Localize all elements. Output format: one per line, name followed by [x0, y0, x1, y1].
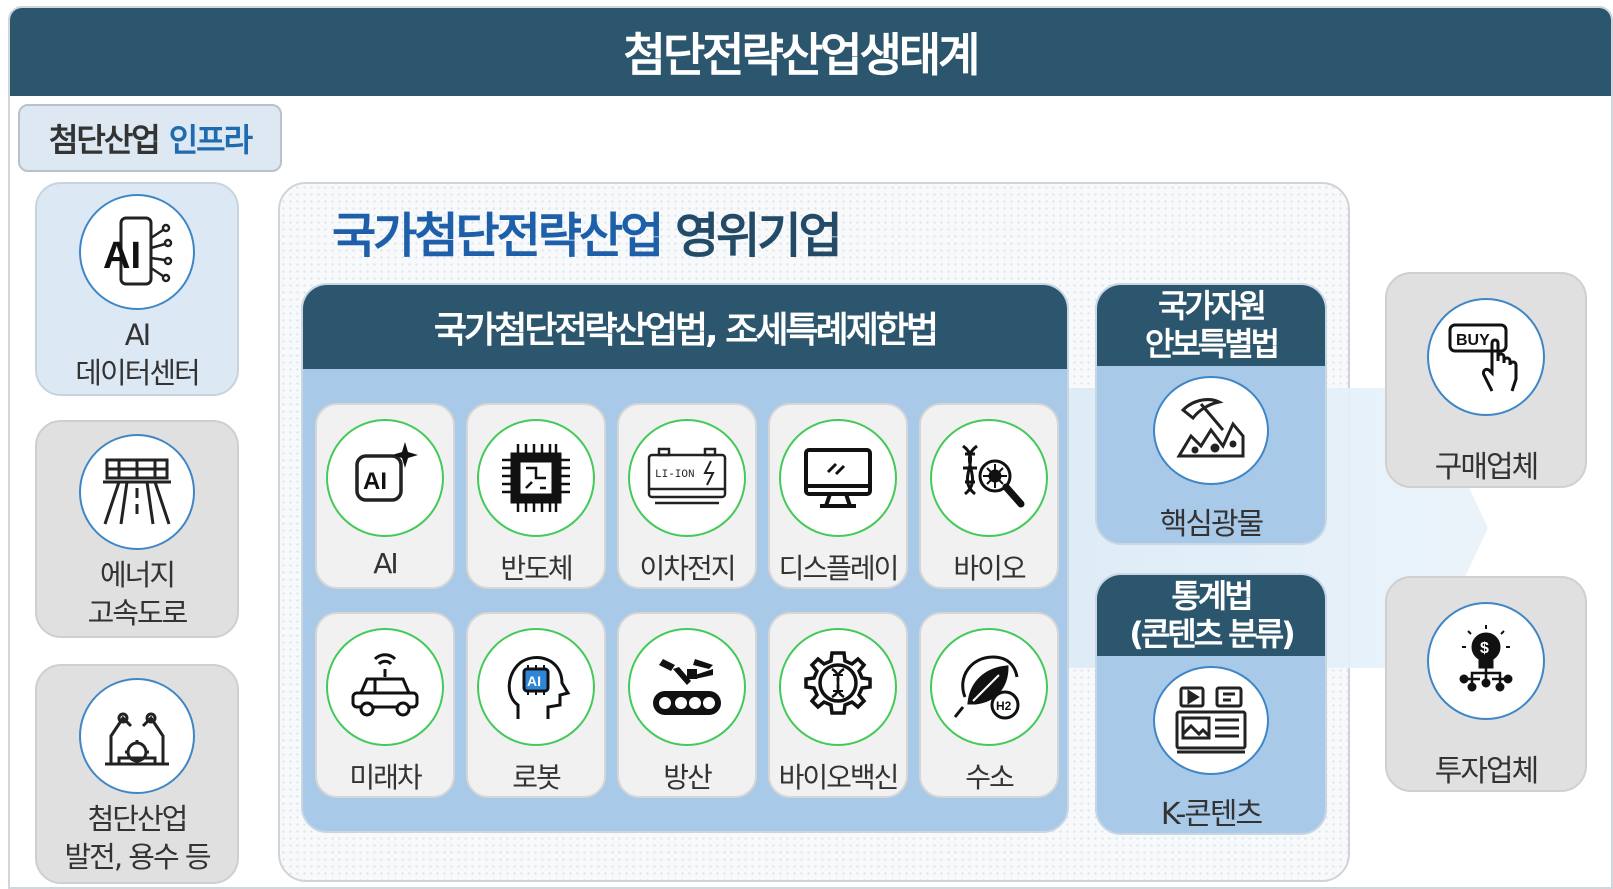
infra-label-line1: 첨단산업 [87, 802, 189, 836]
industry-label: 수소 [965, 761, 1015, 794]
infra-card-energy-highway: 에너지 고속도로 [35, 420, 239, 638]
industry-card-robot: AI 로봇 [466, 612, 606, 798]
tank-robot-icon [628, 628, 746, 746]
infra-label-line2: 데이터센터 [75, 356, 200, 390]
infra-badge-highlight: 인프라 [168, 121, 253, 159]
autonomous-car-icon [326, 628, 444, 746]
side-law-label: 핵심광물 [1159, 507, 1264, 542]
robot-arm-factory-icon [79, 678, 195, 794]
side-law-title-line2: 안보특별법 [1144, 325, 1280, 364]
buy-button-icon: BUY [1427, 298, 1545, 416]
industry-label: 방산 [663, 761, 713, 794]
industry-card-hydrogen: H2 수소 [919, 612, 1059, 798]
infra-card-power-water: 첨단산업 발전, 용수 등 [35, 664, 239, 884]
h2-leaf-icon: H2 [930, 628, 1048, 746]
main-title: 국가첨단전략산업 영위기업 [332, 196, 843, 266]
industry-label: 반도체 [500, 552, 573, 585]
industry-label: 바이오 [953, 552, 1026, 585]
industry-label: 디스플레이 [778, 552, 900, 585]
investment-bulb-icon: $ [1427, 602, 1545, 720]
buyer-label: 구매업체 [1434, 450, 1539, 485]
side-law-title-line1: 국가자원 [1158, 287, 1267, 326]
svg-text:AI: AI [527, 673, 541, 689]
law-panel-title: 국가첨단전략산업법, 조세특례제한법 [303, 285, 1067, 369]
infra-label-line1: AI [124, 318, 151, 352]
side-law-title: 국가자원 안보특별법 [1097, 285, 1325, 366]
ai-network-icon: AI [79, 194, 195, 310]
main-title-part1: 국가첨단전략산업 [332, 208, 664, 264]
battery-icon: LI-ION [628, 419, 746, 537]
industry-card-display: 디스플레이 [768, 403, 908, 589]
title-bar: 첨단전략산업생태계 [10, 8, 1611, 96]
industry-label: 바이오백신 [778, 761, 900, 794]
industry-card-defense: 방산 [617, 612, 757, 798]
buyer-card: BUY 구매업체 [1385, 272, 1587, 488]
side-law-statistics: 통계법 (콘텐츠 분류) K-콘텐츠 [1095, 573, 1327, 835]
industry-card-vaccine: 바이오백신 [768, 612, 908, 798]
media-content-icon [1153, 665, 1269, 775]
industry-label: 미래차 [349, 761, 422, 794]
investor-label: 투자업체 [1434, 754, 1539, 789]
industry-card-battery: LI-ION 이차전지 [617, 403, 757, 589]
h2-text: H2 [996, 699, 1012, 713]
side-law-title: 통계법 (콘텐츠 분류) [1097, 575, 1325, 656]
industry-card-ai: AI AI [315, 403, 455, 589]
infra-label-line1: 에너지 [99, 558, 176, 592]
side-law-label: K-콘텐츠 [1160, 797, 1263, 832]
infra-label-line2: 발전, 용수 등 [64, 840, 211, 874]
ai-chip-text: AI [363, 468, 387, 495]
pickaxe-mineral-icon [1153, 375, 1269, 485]
industry-card-bio: 바이오 [919, 403, 1059, 589]
ai-head-icon: AI [477, 628, 595, 746]
buy-text: BUY [1456, 332, 1490, 349]
infra-badge-main: 첨단산업 [48, 121, 161, 159]
side-law-title-line1: 통계법 [1171, 577, 1253, 616]
ai-sparkle-icon: AI [326, 419, 444, 537]
svg-text:$: $ [1480, 640, 1489, 657]
industry-card-future-car: 미래차 [315, 612, 455, 798]
highway-icon [79, 434, 195, 550]
industry-label: 로봇 [512, 761, 562, 794]
battery-text: LI-ION [655, 469, 695, 481]
side-law-title-line2: (콘텐츠 분류) [1129, 615, 1296, 654]
page-title: 첨단전략산업생태계 [623, 28, 981, 82]
industry-label: AI [373, 547, 398, 580]
infra-card-ai-datacenter: AI AI 데이터센터 [35, 182, 239, 396]
main-title-part2: 영위기업 [675, 208, 843, 264]
side-law-resources: 국가자원 안보특별법 핵심광물 [1095, 283, 1327, 545]
industry-card-semiconductor: 반도체 [466, 403, 606, 589]
dna-magnifier-icon [930, 419, 1048, 537]
investor-card: $ 투자업체 [1385, 576, 1587, 792]
svg-text:AI: AI [103, 235, 141, 277]
industry-label: 이차전지 [639, 552, 736, 585]
monitor-icon [779, 419, 897, 537]
gear-dna-icon [779, 628, 897, 746]
infra-label-line2: 고속도로 [87, 596, 189, 630]
chip-icon [477, 419, 595, 537]
infra-badge: 첨단산업 인프라 [18, 104, 282, 172]
